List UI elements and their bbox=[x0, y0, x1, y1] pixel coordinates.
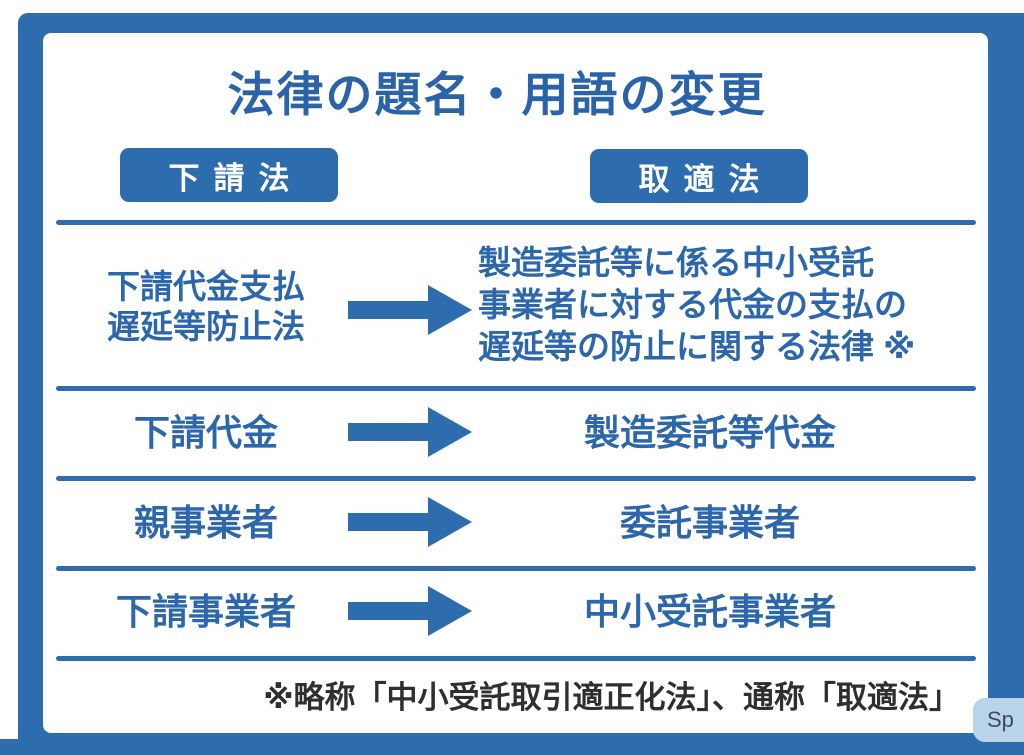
footnote: ※略称「中小受託取引適正化法」、通称「取適法」 bbox=[263, 680, 960, 715]
divider-row-2 bbox=[56, 476, 976, 481]
old-term-parent-business: 親事業者 bbox=[133, 502, 278, 543]
old-term-law-title: 下請代金支払 遅延等防止法 bbox=[107, 268, 305, 345]
arrow-right-icon bbox=[348, 285, 472, 335]
arrow-head bbox=[428, 586, 472, 636]
speed-overlay-button[interactable]: Sp bbox=[973, 698, 1024, 742]
arrow-shaft bbox=[348, 513, 428, 531]
arrow-head bbox=[428, 407, 472, 457]
arrow-shaft bbox=[348, 602, 428, 620]
divider-header bbox=[56, 220, 976, 225]
page-title: 法律の題名・用語の変更 bbox=[227, 68, 767, 121]
arrow-head bbox=[428, 285, 472, 335]
new-law-badge: 取適法 bbox=[590, 149, 808, 203]
old-term-payment: 下請代金 bbox=[133, 412, 278, 453]
divider-row-3 bbox=[56, 566, 976, 571]
divider-row-4 bbox=[56, 656, 976, 661]
arrow-right-icon bbox=[348, 497, 472, 547]
new-term-consigning-business: 委託事業者 bbox=[619, 502, 800, 543]
arrow-head bbox=[428, 497, 472, 547]
new-term-law-title: 製造委託等に係る中小受託 事業者に対する代金の支払の 遅延等の防止に関する法律 … bbox=[478, 244, 916, 365]
arrow-shaft bbox=[348, 301, 428, 319]
frame-bottom-left-notch bbox=[0, 739, 20, 755]
new-term-payment: 製造委託等代金 bbox=[583, 412, 836, 453]
divider-row-1 bbox=[56, 386, 976, 391]
new-term-sme-contractor: 中小受託事業者 bbox=[583, 591, 836, 632]
arrow-right-icon bbox=[348, 586, 472, 636]
arrow-shaft bbox=[348, 423, 428, 441]
old-law-badge: 下請法 bbox=[120, 148, 338, 202]
old-term-subcontractor: 下請事業者 bbox=[115, 591, 296, 632]
arrow-right-icon bbox=[348, 407, 472, 457]
